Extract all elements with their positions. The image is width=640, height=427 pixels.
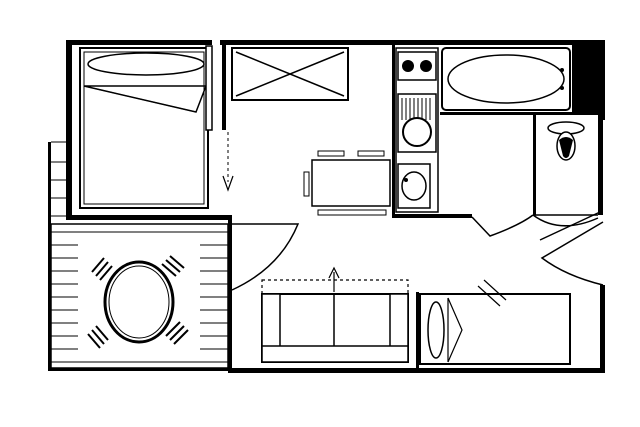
sink-basin <box>402 117 432 147</box>
wall-bath-bottom <box>440 112 600 115</box>
wall-bedroom-divider <box>222 45 226 130</box>
pillow <box>87 52 205 76</box>
bathroom <box>441 45 598 112</box>
sofa-bed-arrow-head <box>328 266 340 279</box>
wall-wc-left <box>533 115 536 215</box>
wall-balcony-divider <box>228 220 232 370</box>
stairs-mark <box>477 285 501 307</box>
wall-bottom <box>228 368 605 373</box>
bath-wall-block <box>572 45 598 112</box>
dining-table <box>311 159 391 207</box>
sofa-bed-extension <box>261 279 409 295</box>
bedroom-alcove <box>79 45 234 209</box>
wall-bed2-left <box>416 292 419 368</box>
bedroom-sliding-door[interactable] <box>205 45 213 131</box>
bathtub-tap <box>560 86 564 90</box>
entrance-door[interactable] <box>539 211 604 286</box>
bathtub-basin <box>447 54 565 104</box>
sofa-arm <box>389 293 409 355</box>
wall-left-upper <box>66 40 72 220</box>
cooktop-burner <box>402 60 414 72</box>
wall-kitchen-left <box>392 45 395 217</box>
wall-balcony-left <box>48 142 51 371</box>
balcony-ledge <box>51 141 66 217</box>
stairs-mark <box>483 279 507 301</box>
balcony-chair <box>87 325 109 349</box>
cooktop-burner <box>420 60 432 72</box>
wall-right-lower <box>600 285 605 373</box>
balcony-chair <box>91 257 113 281</box>
dining-chair <box>317 209 387 216</box>
wall-top-left <box>66 40 212 45</box>
balcony-table <box>103 260 175 344</box>
sofa-bed <box>261 266 409 363</box>
kitchen-sink <box>397 93 437 153</box>
toilet-seat <box>559 137 573 158</box>
sofa-back <box>261 345 409 363</box>
balcony-chair <box>165 321 189 345</box>
kitchenette <box>395 47 439 213</box>
single-bed <box>419 279 571 365</box>
single-bed-cover <box>447 297 463 363</box>
wc-door[interactable] <box>532 214 599 227</box>
balcony-door[interactable] <box>231 223 300 291</box>
wall-bed-bottom <box>66 215 232 220</box>
wardrobe <box>231 47 349 101</box>
wall-right-mid <box>598 120 603 215</box>
bathroom-door[interactable] <box>471 214 534 237</box>
bed-frame-inner <box>83 51 205 205</box>
single-bed-pillow <box>427 301 445 359</box>
bathtub-tap <box>560 68 564 72</box>
bed-cover-edge <box>83 85 197 113</box>
door-slide-arrow <box>222 175 234 192</box>
washbasin <box>397 163 431 209</box>
wall-right-upper <box>598 40 605 120</box>
balcony-table-shadow <box>108 265 170 339</box>
dining <box>303 150 391 216</box>
dining-chair <box>357 150 385 157</box>
dining-chair <box>317 150 345 157</box>
single-bed-frame <box>419 293 571 365</box>
wall-balcony-bottom <box>48 368 228 371</box>
wall-kitchen-bottom <box>392 214 472 218</box>
balcony <box>50 141 229 369</box>
wc <box>471 121 599 237</box>
wall-top-right <box>220 40 605 45</box>
dining-chair <box>303 171 310 197</box>
balcony-chair <box>161 255 185 277</box>
exterior-walls <box>48 40 605 373</box>
interior-walls <box>222 45 600 368</box>
sofa-arm <box>261 293 281 355</box>
cooktop <box>397 51 437 81</box>
